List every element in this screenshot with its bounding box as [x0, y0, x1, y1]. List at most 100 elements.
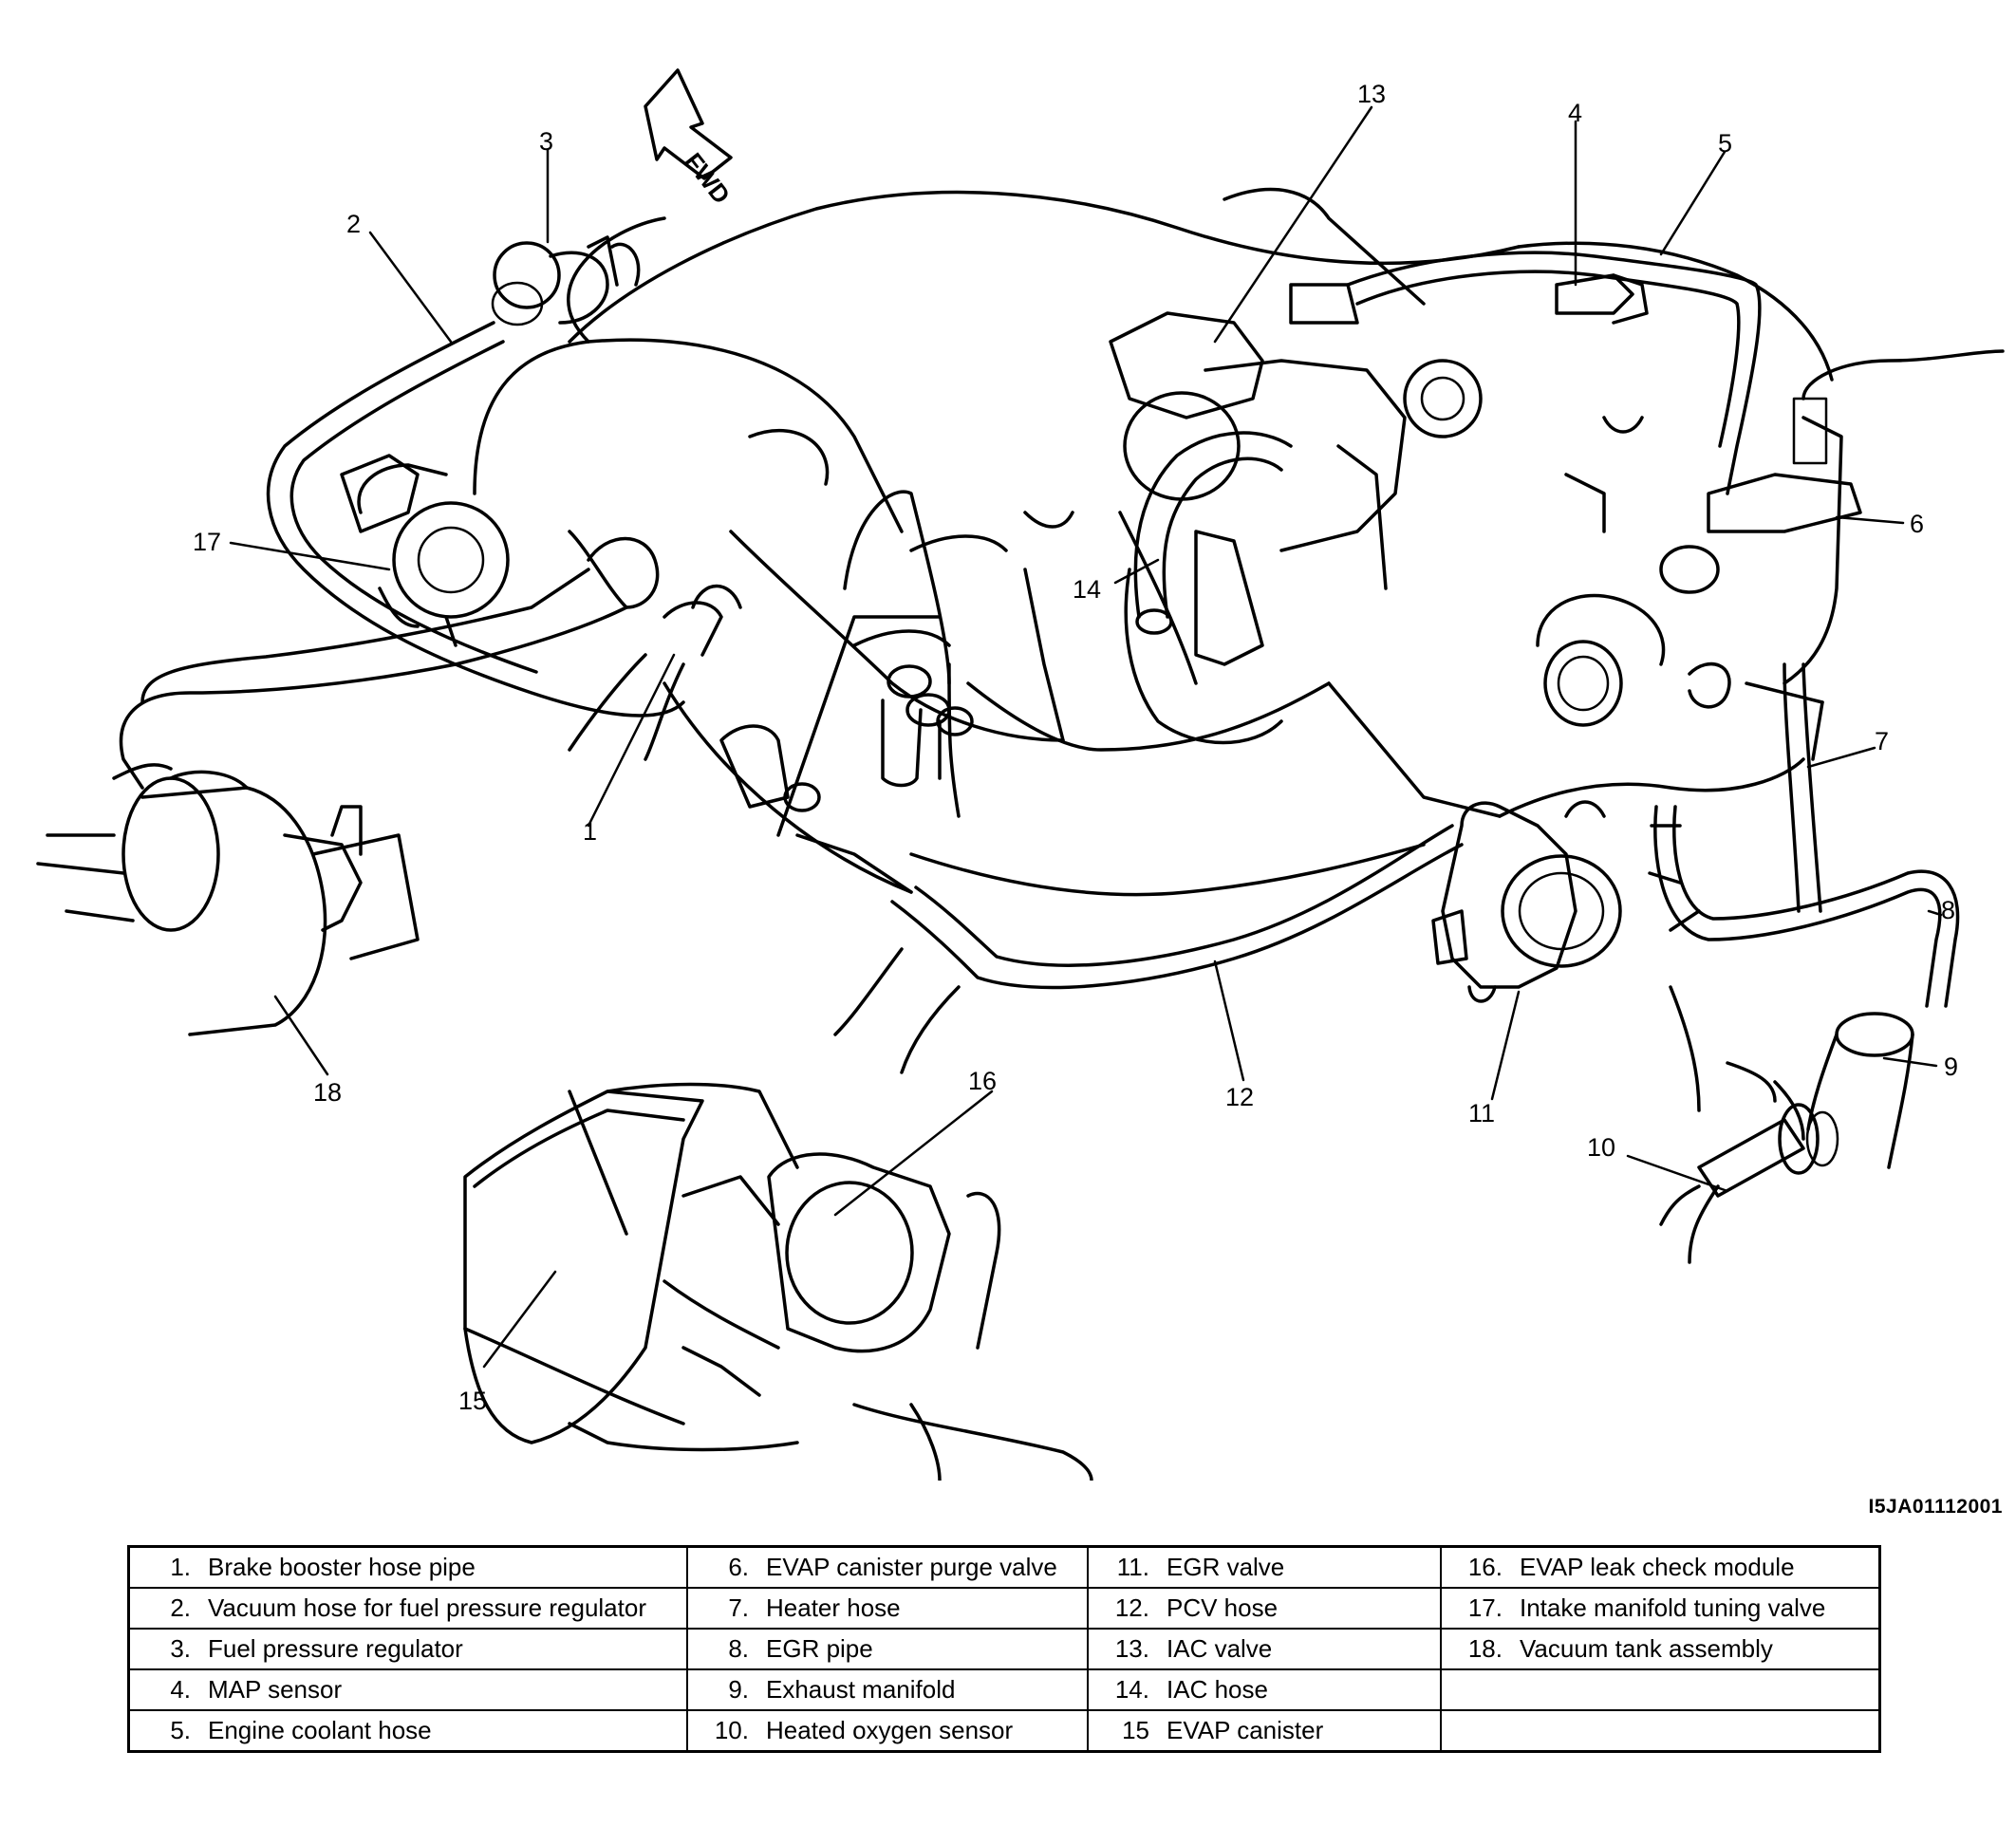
- legend-number: 6.: [728, 1553, 749, 1581]
- legend-cell: 18. Vacuum tank assembly: [1440, 1628, 1881, 1670]
- vacuum-hose-fpr: [266, 321, 685, 717]
- legend-number: 7.: [728, 1593, 749, 1622]
- legend-label: Exhaust manifold: [766, 1675, 956, 1704]
- legend-label: EVAP canister: [1167, 1716, 1324, 1744]
- legend-cell: 7. Heater hose: [686, 1587, 1089, 1630]
- legend-label: EVAP leak check module: [1520, 1553, 1795, 1581]
- brake-booster-pipe: [119, 530, 742, 790]
- legend-label: EGR valve: [1167, 1553, 1285, 1581]
- legend-number: 4.: [170, 1675, 191, 1704]
- figure-id: I5JA01112001: [1868, 1496, 2003, 1518]
- callout-9: 9: [1944, 1053, 1958, 1081]
- legend-number: 12.: [1114, 1593, 1149, 1622]
- legend-cell: 1. Brake booster hose pipe: [127, 1545, 688, 1589]
- legend-label: MAP sensor: [208, 1675, 343, 1704]
- legend-row: 3. Fuel pressure regulator 8. EGR pipe 13.…: [127, 1628, 1881, 1670]
- fwd-arrow: FWD: [644, 68, 736, 209]
- legend-label: EVAP canister purge valve: [766, 1553, 1057, 1581]
- parts-legend-table: 1. Brake booster hose pipe 6. EVAP caniste…: [127, 1545, 1881, 1753]
- legend-cell: 6. EVAP canister purge valve: [686, 1545, 1089, 1589]
- legend-label: Vacuum hose for fuel pressure regulator: [208, 1593, 646, 1622]
- callout-8: 8: [1941, 896, 1955, 924]
- engine-vacuum-hose-diagram: FWD: [36, 68, 2005, 1481]
- legend-cell: 17. Intake manifold tuning valve: [1440, 1587, 1881, 1630]
- iac-hose: [1133, 431, 1293, 635]
- callout-1: 1: [583, 817, 597, 846]
- engine-coolant-hose: [1346, 251, 1762, 495]
- legend-label: IAC valve: [1167, 1634, 1273, 1663]
- vacuum-tank-assembly: [36, 763, 420, 1036]
- legend-number: 13.: [1114, 1634, 1149, 1663]
- legend-cell: 16. EVAP leak check module: [1440, 1545, 1881, 1589]
- legend-number: 3.: [170, 1634, 191, 1663]
- legend-label: Engine coolant hose: [208, 1716, 432, 1744]
- legend-label: Heated oxygen sensor: [766, 1716, 1014, 1744]
- legend-cell: 8. EGR pipe: [686, 1628, 1089, 1670]
- intake-manifold: [473, 187, 1843, 897]
- legend-number: 8.: [728, 1634, 749, 1663]
- legend-cell: 4. MAP sensor: [127, 1668, 688, 1711]
- heater-hose: [1783, 662, 1822, 913]
- callout-15: 15: [458, 1387, 487, 1415]
- legend-cell: 15 EVAP canister: [1087, 1709, 1442, 1753]
- legend-label: PCV hose: [1167, 1593, 1279, 1622]
- legend-cell: 12. PCV hose: [1087, 1587, 1442, 1630]
- legend-cell: 2. Vacuum hose for fuel pressure regulato…: [127, 1587, 688, 1630]
- callout-16: 16: [968, 1067, 997, 1095]
- right-side-components: [1555, 273, 2005, 533]
- legend-number: 1.: [170, 1553, 191, 1581]
- legend-cell: 3. Fuel pressure regulator: [127, 1628, 688, 1670]
- callout-6: 6: [1910, 510, 1924, 538]
- callout-13: 13: [1357, 80, 1386, 108]
- legend-cell: 10. Heated oxygen sensor: [686, 1709, 1089, 1753]
- legend-row: 1. Brake booster hose pipe 6. EVAP caniste…: [127, 1545, 1881, 1589]
- legend-cell: 9. Exhaust manifold: [686, 1668, 1089, 1711]
- legend-label: EGR pipe: [766, 1634, 873, 1663]
- callout-3: 3: [539, 127, 553, 156]
- egr-pipe: [1648, 805, 1960, 1008]
- evap-canister: [463, 1082, 799, 1444]
- exhaust-manifold: [1669, 985, 1914, 1169]
- legend-cell: [1440, 1668, 1881, 1711]
- callout-2: 2: [346, 210, 361, 238]
- legend-number: 16.: [1467, 1553, 1503, 1581]
- leader-lines: [229, 105, 1943, 1369]
- callout-17: 17: [193, 528, 221, 556]
- fuel-pressure-regulator: [491, 235, 641, 326]
- heated-oxygen-sensor: [1659, 1061, 1839, 1264]
- legend-label: Intake manifold tuning valve: [1520, 1593, 1826, 1622]
- legend-cell: 5. Engine coolant hose: [127, 1709, 688, 1753]
- callout-4: 4: [1568, 99, 1582, 127]
- callout-7: 7: [1875, 727, 1889, 755]
- legend-number: 17.: [1467, 1593, 1503, 1622]
- legend-number: 2.: [170, 1593, 191, 1622]
- legend-number: 18.: [1467, 1634, 1503, 1663]
- legend-label: Fuel pressure regulator: [208, 1634, 463, 1663]
- callout-10: 10: [1587, 1133, 1615, 1162]
- pcv-hose: [833, 824, 1464, 1074]
- callout-12: 12: [1225, 1083, 1254, 1111]
- legend-label: Brake booster hose pipe: [208, 1553, 476, 1581]
- legend-cell: 14. IAC hose: [1087, 1668, 1442, 1711]
- legend-number: 14.: [1114, 1675, 1149, 1704]
- legend-number: 9.: [728, 1675, 749, 1704]
- callout-14: 14: [1073, 575, 1101, 604]
- callout-5: 5: [1718, 129, 1732, 158]
- legend-cell: 13. IAC valve: [1087, 1628, 1442, 1670]
- legend-number: 10.: [714, 1716, 749, 1744]
- callout-11: 11: [1468, 1099, 1495, 1127]
- legend-label: Heater hose: [766, 1593, 901, 1622]
- legend-cell: 11.EGR valve: [1087, 1545, 1442, 1589]
- legend-label: Vacuum tank assembly: [1520, 1634, 1773, 1663]
- egr-valve: [1431, 800, 1622, 1003]
- legend-cell: [1440, 1709, 1881, 1753]
- legend-label: IAC hose: [1167, 1675, 1268, 1704]
- legend-number: 5.: [170, 1716, 191, 1744]
- throttle-body: [1023, 283, 1483, 745]
- callout-numbers: 1 2 3 4 5 6 7 8 9 10 11 12 13 14 15 16 1…: [193, 80, 1958, 1415]
- legend-number: 15: [1122, 1716, 1149, 1744]
- legend-row: 4. MAP sensor 9. Exhaust manifold 14. IAC h…: [127, 1668, 1881, 1711]
- legend-row: 5. Engine coolant hose 10. Heated oxygen s…: [127, 1709, 1881, 1753]
- evap-leak-check-module: [568, 1152, 1093, 1481]
- legend-row: 2. Vacuum hose for fuel pressure regulato…: [127, 1587, 1881, 1630]
